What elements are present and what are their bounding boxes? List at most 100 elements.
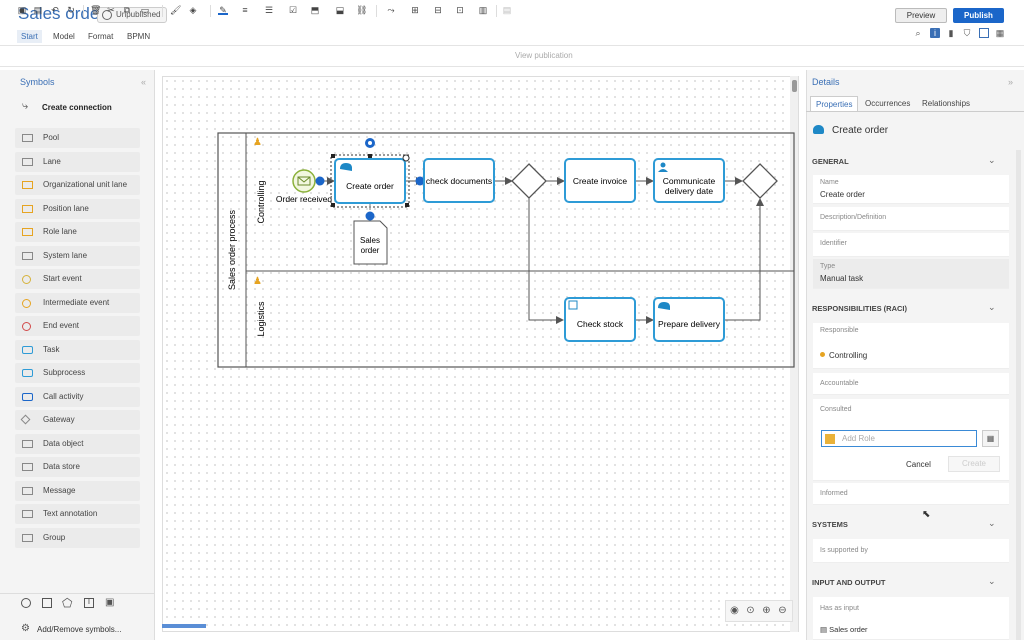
text-shape-icon[interactable]: I [84, 598, 94, 608]
paste-icon[interactable]: ▭ [140, 5, 150, 15]
vertical-scrollbar-thumb[interactable] [792, 80, 797, 92]
symbol-item-message[interactable]: Message [15, 480, 140, 501]
size-icon[interactable]: ⊡ [456, 5, 464, 15]
lane-label-controlling[interactable]: Controlling [256, 180, 266, 223]
description-field[interactable]: Description/Definition [813, 207, 1009, 231]
symbol-item-lane[interactable]: Lane [15, 151, 140, 172]
start-event[interactable] [292, 169, 316, 193]
gateway[interactable] [742, 163, 778, 199]
search-icon[interactable]: ⌕ [915, 28, 921, 38]
connector-icon[interactable]: ⬓ [335, 5, 345, 15]
task-label-line-2[interactable]: delivery date [665, 186, 713, 196]
link-icon[interactable]: ⛓ [356, 5, 368, 15]
task-create-invoice[interactable] [564, 158, 636, 203]
line-weight-icon[interactable]: ☰ [264, 5, 274, 15]
menu-bpmn[interactable]: BPMN [127, 32, 151, 41]
lane-label-logistics[interactable]: Logistics [256, 301, 266, 337]
connect-handle-right[interactable] [415, 176, 425, 186]
route-icon[interactable]: ⤳ [387, 5, 395, 15]
start-event-label[interactable]: Order received [276, 194, 332, 204]
square-shape-icon[interactable] [42, 598, 52, 608]
menu-model[interactable]: Model [53, 32, 75, 41]
zoom-out-icon[interactable]: ⊖ [778, 605, 787, 616]
circle-shape-icon[interactable] [21, 598, 31, 608]
refresh-icon[interactable]: ↻ [67, 5, 75, 15]
task-label[interactable]: Prepare delivery [658, 319, 721, 329]
edit-icon[interactable]: ☑ [288, 5, 298, 15]
symbol-item-task[interactable]: Task [15, 339, 140, 360]
tab-properties[interactable]: Properties [810, 96, 859, 111]
save-icon[interactable]: ▣ [17, 5, 27, 15]
create-connection-button[interactable]: Create connection [42, 103, 112, 112]
format-painter-icon[interactable]: 🖌 [170, 5, 182, 15]
sequence-flow[interactable] [725, 198, 764, 321]
task-label[interactable]: Create order [346, 181, 394, 191]
data-object[interactable] [353, 220, 388, 265]
resize-handle[interactable] [331, 203, 335, 207]
has-as-input-field[interactable]: Has as input▤ Sales order [813, 597, 1009, 640]
image-icon[interactable] [979, 28, 989, 38]
symbol-item-group[interactable]: Group [15, 527, 140, 548]
symbol-item-position-lane[interactable]: Position lane [15, 198, 140, 219]
add-role-input[interactable]: Add Role [821, 430, 977, 447]
collapse-icon[interactable]: » [1008, 77, 1014, 87]
shape-icon[interactable]: ⬒ [310, 5, 320, 15]
symbol-item-org-unit-lane[interactable]: Organizational unit lane [15, 175, 140, 195]
data-object-label-line-1[interactable]: Sales [360, 236, 380, 245]
order-icon[interactable]: ▥ [478, 5, 488, 15]
line-style-icon[interactable]: ≡ [242, 5, 248, 15]
tab-occurrences[interactable]: Occurrences [865, 99, 911, 108]
chevron-down-icon[interactable]: ⌄ [988, 302, 996, 312]
align-icon[interactable]: ⊞ [411, 5, 419, 15]
resize-handle[interactable] [331, 154, 335, 158]
task-label[interactable]: Check stock [577, 319, 624, 329]
pool-label[interactable]: Sales order process [227, 209, 237, 290]
identifier-field[interactable]: Identifier [813, 233, 1009, 257]
pentagon-shape-icon[interactable]: ⬠ [62, 596, 73, 610]
task-prepare-delivery[interactable] [653, 297, 725, 342]
zoom-fit-icon[interactable]: ⊙ [746, 605, 755, 616]
informed-field[interactable]: Informed [813, 483, 1009, 505]
shield-icon[interactable]: ⛉ [963, 28, 971, 38]
supported-by-field[interactable]: Is supported by [813, 539, 1009, 563]
image-shape-icon[interactable]: ▣ [105, 597, 115, 608]
sequence-flow[interactable] [528, 198, 564, 324]
eye-icon[interactable]: ◉ [730, 605, 739, 616]
chart-icon[interactable]: ▮ [948, 28, 954, 38]
accountable-field[interactable]: Accountable [813, 373, 1009, 395]
copy-icon[interactable]: ⧉ [123, 5, 131, 15]
preview-button[interactable]: Preview [895, 8, 947, 23]
modeling-canvas[interactable] [162, 76, 799, 632]
symbol-item-start-event[interactable]: Start event [15, 269, 140, 289]
zoom-in-icon[interactable]: ⊕ [762, 605, 771, 616]
menu-format[interactable]: Format [88, 32, 114, 41]
menu-start[interactable]: Start [17, 30, 42, 43]
settings-icon[interactable]: ⚙ [21, 623, 30, 634]
connect-handle-left[interactable] [315, 176, 325, 186]
task-create-order[interactable] [334, 158, 406, 204]
task-communicate-delivery-date[interactable] [653, 158, 725, 203]
cancel-button[interactable]: Cancel [906, 460, 931, 469]
undo-icon[interactable]: ↶ [51, 5, 59, 15]
task-label[interactable]: Create invoice [573, 176, 628, 186]
symbol-item-call-activity[interactable]: Call activity [15, 386, 140, 407]
create-button[interactable]: Create [948, 456, 1000, 472]
fill-icon[interactable]: ◈ [189, 5, 197, 15]
symbol-item-pool[interactable]: Pool [15, 128, 140, 148]
task-check-documents[interactable] [423, 158, 495, 203]
connect-handle-bottom[interactable] [365, 211, 375, 221]
symbol-item-data-object[interactable]: Data object [15, 433, 140, 454]
resize-handle[interactable] [368, 154, 372, 158]
resize-handle[interactable] [405, 203, 409, 207]
collapse-icon[interactable]: « [141, 77, 147, 87]
symbol-item-role-lane[interactable]: Role lane [15, 222, 140, 242]
rotate-handle[interactable] [402, 154, 410, 162]
role-picker-button[interactable]: ▦ [982, 430, 999, 447]
symbol-item-system-lane[interactable]: System lane [15, 245, 140, 266]
symbol-item-end-event[interactable]: End event [15, 316, 140, 336]
symbol-item-text-annotation[interactable]: Text annotation [15, 504, 140, 524]
symbol-item-subprocess[interactable]: Subprocess [15, 363, 140, 383]
chevron-down-icon[interactable]: ⌄ [988, 155, 996, 165]
